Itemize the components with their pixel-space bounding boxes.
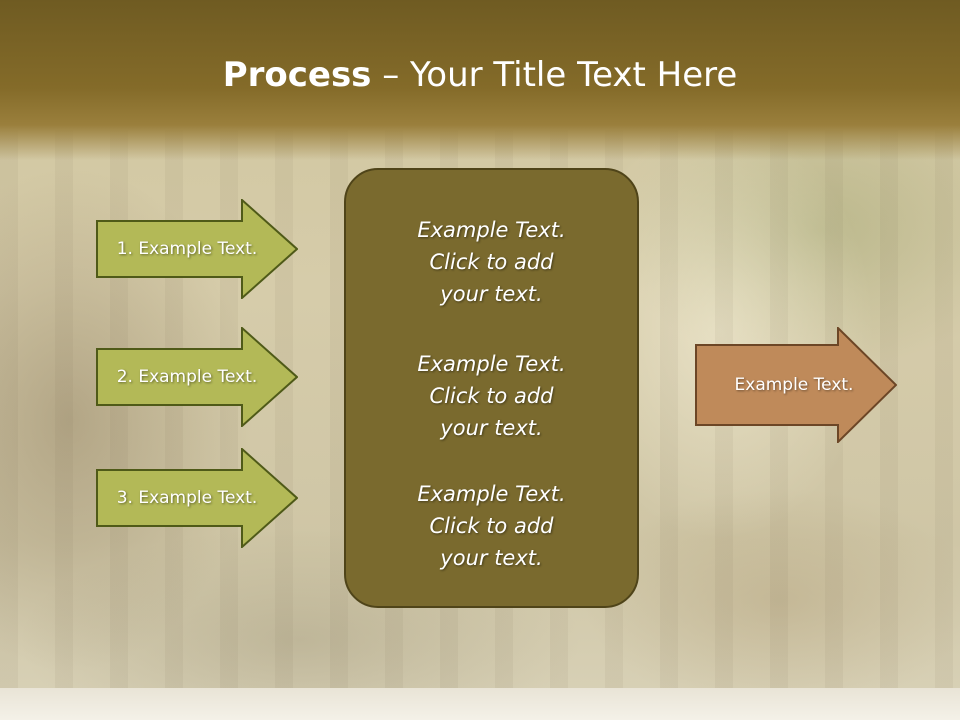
step-arrow-1-shape [96,199,298,299]
step-arrow-1-label: 1. Example Text. [116,239,258,259]
slide-title[interactable]: Process – Your Title Text Here [0,52,960,98]
step-arrow-3-shape [96,448,298,548]
block-3-line-1: Example Text. [417,482,566,506]
output-arrow[interactable]: Example Text. [695,327,897,443]
title-bar: Process – Your Title Text Here [0,0,960,160]
block-3-line-2: Click to add [429,514,554,538]
center-text-block-2: Example Text. Click to add your text. [346,348,637,444]
block-2-line-2: Click to add [429,384,554,408]
step-arrow-2-shape [96,327,298,427]
output-arrow-label: Example Text. [734,375,854,395]
step-arrow-3-label: 3. Example Text. [116,488,258,508]
step-arrow-2-label: 2. Example Text. [116,367,258,387]
step-arrow-2[interactable]: 2. Example Text. [96,327,298,427]
step-arrow-3[interactable]: 3. Example Text. [96,448,298,548]
block-1-line-2: Click to add [429,250,554,274]
step-arrow-1[interactable]: 1. Example Text. [96,199,298,299]
title-rest: – Your Title Text Here [371,55,738,95]
block-1-line-1: Example Text. [417,218,566,242]
output-arrow-shape [695,327,897,443]
block-1-line-3: your text. [440,282,543,306]
block-3-line-3: your text. [440,546,543,570]
center-text-box[interactable]: Example Text. Click to add your text. Ex… [344,168,639,608]
bottom-band [0,688,960,720]
block-2-line-3: your text. [440,416,543,440]
center-text-block-3: Example Text. Click to add your text. [346,478,637,574]
center-text-block-1: Example Text. Click to add your text. [346,214,637,310]
title-bold: Process [222,55,372,95]
block-2-line-1: Example Text. [417,352,566,376]
